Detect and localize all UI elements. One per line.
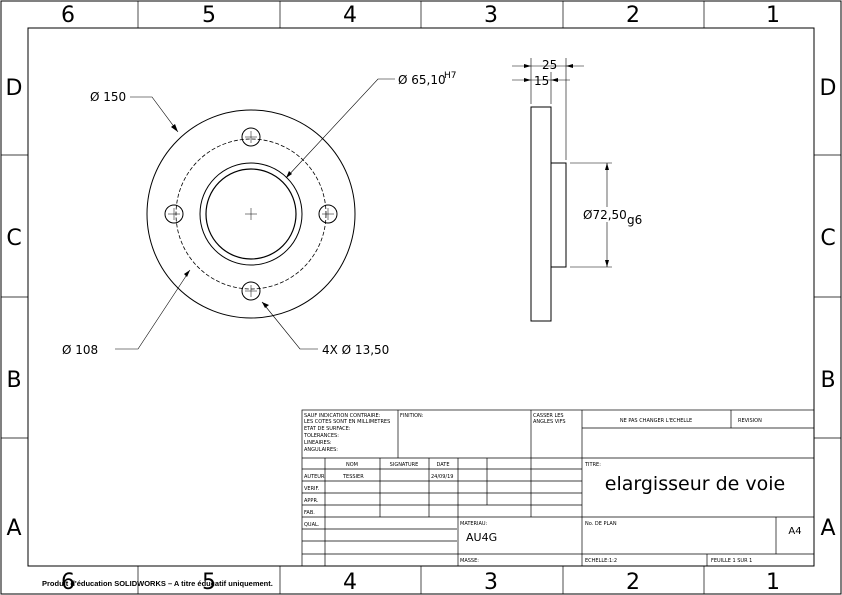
- header-signature: SIGNATURE: [390, 462, 419, 468]
- side-view: [530, 106, 567, 322]
- material-label: MATERIAU:: [460, 521, 488, 527]
- front-leaders: [115, 78, 395, 350]
- center-marks: [168, 131, 334, 297]
- row-manufactured: FAB.: [304, 510, 315, 516]
- note-line-0: SAUF INDICATION CONTRAIRE:: [304, 413, 381, 419]
- revision-label: REVISION: [738, 418, 762, 424]
- scale-value: ECHELLE:1:2: [585, 558, 617, 564]
- zone-col-3-bottom: 3: [484, 570, 498, 595]
- zone-col-2-bottom: 2: [626, 570, 640, 595]
- scale-note: NE PAS CHANGER L'ECHELLE: [620, 418, 692, 424]
- dim-bore-tolerance: H7: [444, 71, 457, 81]
- zone-row-b-right: B: [820, 368, 835, 393]
- zone-row-d-left: D: [6, 76, 23, 101]
- dim-text-mask: [583, 207, 625, 222]
- bolt-hole-bottom: [241, 281, 261, 301]
- author-date: 24/09/19: [431, 474, 453, 480]
- zone-row-d-right: D: [820, 76, 837, 101]
- spigot-profile: [550, 162, 567, 268]
- zone-row-a-left: A: [6, 516, 21, 541]
- zone-col-2-top: 2: [626, 3, 640, 28]
- zone-col-4-top: 4: [343, 3, 357, 28]
- spigot-circle: [199, 162, 303, 266]
- note-line-2: ETAT DE SURFACE:: [304, 426, 351, 432]
- edges-label-0: CASSER LES: [533, 413, 564, 419]
- bolt-hole-top: [241, 127, 261, 147]
- material-value: AU4G: [466, 531, 497, 544]
- zone-row-c-left: C: [6, 226, 21, 251]
- dim-bolt-circle: Ø 108: [62, 343, 98, 357]
- zone-col-5-bottom: 5: [202, 570, 216, 595]
- row-approved: APPR.: [304, 498, 319, 504]
- front-view: [146, 109, 356, 319]
- author-name: TESSIER: [342, 474, 364, 480]
- title-block: [301, 409, 815, 567]
- zone-col-6-top: 6: [61, 3, 75, 28]
- leader-arrows: [171, 124, 292, 308]
- zone-col-4-bottom: 4: [343, 570, 357, 595]
- header-date: DATE: [436, 462, 449, 468]
- note-line-1: LES COTES SONT EN MILLIMETRES: [304, 419, 390, 425]
- dim-spigot-diameter-front: Ø72,50: [583, 208, 627, 222]
- title-label: TITRE:: [584, 462, 601, 468]
- outer-circle: [146, 109, 356, 319]
- zone-col-6-bottom: 6: [61, 570, 75, 595]
- dim-outer-diameter: Ø 150: [90, 90, 126, 104]
- sheet-value: FEUILLE 1 SUR 1: [711, 558, 752, 564]
- zone-col-3-top: 3: [484, 3, 498, 28]
- note-line-4: LINEAIRES:: [304, 440, 332, 446]
- zone-row-b-left: B: [6, 368, 21, 393]
- bolt-hole-right: [318, 204, 338, 224]
- dim-bore-diameter: Ø 65,10: [398, 73, 446, 87]
- note-line-5: ANGULAIRES:: [304, 447, 338, 453]
- bore-circle: [205, 168, 297, 260]
- dim-holes: 4X Ø 13,50: [322, 343, 389, 357]
- zone-col-1-top: 1: [766, 3, 780, 28]
- dim-width-flange: 15: [534, 74, 549, 88]
- drawing-title: elargisseur de voie: [605, 473, 785, 495]
- side-arrows: [524, 64, 609, 267]
- row-quality: QUAL.: [304, 522, 320, 528]
- educational-watermark: Produit d'éducation SOLIDWORKS – A titre…: [42, 579, 273, 588]
- title-block-text: SAUF INDICATION CONTRAIRE: LES COTES SON…: [303, 413, 762, 564]
- row-author: AUTEUR: [304, 474, 325, 480]
- dim-width-total: 25: [542, 58, 557, 72]
- dim-spigot-tolerance: g6: [627, 213, 642, 227]
- header-name: NOM: [346, 462, 358, 468]
- edges-label-1: ANGLES VIFS: [533, 419, 566, 425]
- row-verified: VERIF.: [304, 486, 320, 492]
- flange-profile: [530, 106, 552, 322]
- note-line-3: TOLERANCES:: [303, 433, 339, 439]
- zone-row-a-right: A: [820, 516, 835, 541]
- drawing-number-label: No. DE PLAN: [585, 521, 617, 527]
- bolt-hole-left: [164, 204, 184, 224]
- zone-col-5-top: 5: [202, 3, 216, 28]
- finish-label: FINITION:: [400, 413, 424, 419]
- zone-row-c-right: C: [820, 226, 835, 251]
- sheet-size: A4: [788, 526, 801, 537]
- mass-label: MASSE:: [460, 558, 479, 564]
- zone-col-1-bottom: 1: [766, 570, 780, 595]
